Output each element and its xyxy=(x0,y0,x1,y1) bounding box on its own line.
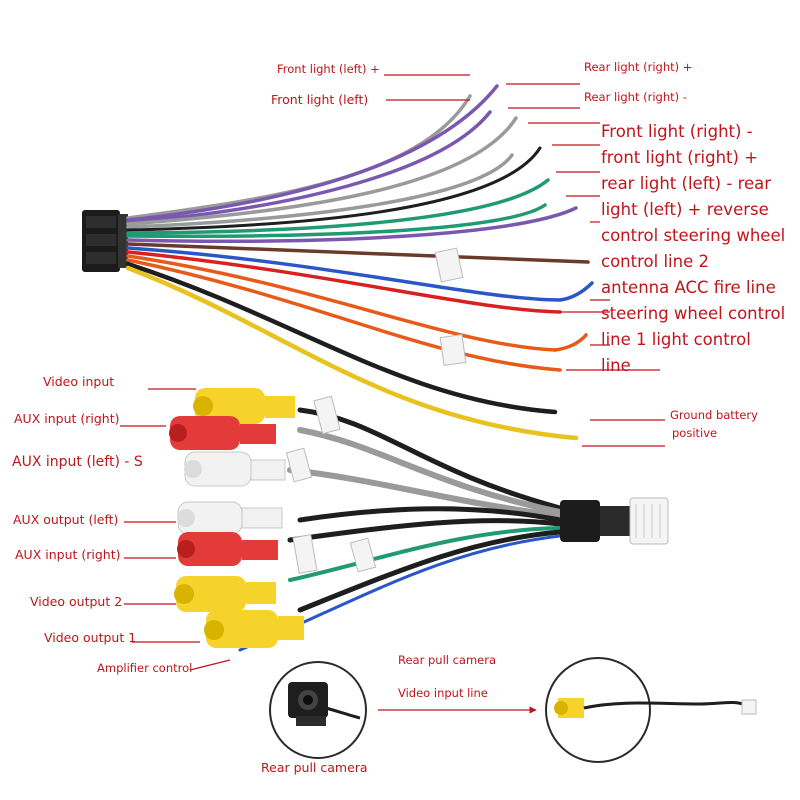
leader-lines-top xyxy=(384,74,665,447)
multipin-connector xyxy=(560,497,669,545)
rca-plug-video-output-1 xyxy=(204,610,304,648)
label-front-light-left-minus: Front light (left) xyxy=(271,92,369,107)
label-wire-function-list: Front light (right) - front light (right… xyxy=(601,122,786,375)
leader-lines-rca xyxy=(120,388,231,671)
label-video-input: Video input xyxy=(43,374,115,389)
wire-tags xyxy=(434,247,467,366)
rca-cables xyxy=(238,407,563,652)
rca-plug-video-input xyxy=(193,388,295,424)
label-ground-battery: Ground battery xyxy=(670,408,758,422)
label-positive: positive xyxy=(672,426,718,440)
label-aux-input-right-2: AUX input (right) xyxy=(15,547,121,562)
rca-plug-aux-input-left xyxy=(184,451,286,487)
rca-tags xyxy=(285,395,377,574)
label-video-input-line: Video input line xyxy=(398,686,488,700)
label-rear-pull-camera-top: Rear pull camera xyxy=(398,653,497,667)
label-aux-input-left: AUX input (left) - S xyxy=(12,454,143,470)
label-aux-output-left: AUX output (left) xyxy=(13,512,119,527)
label-aux-input-right-1: AUX input (right) xyxy=(14,411,120,426)
rca-plug-video-output-2 xyxy=(174,576,276,612)
rca-plug-aux-output-left xyxy=(177,501,283,535)
iso-connector xyxy=(82,210,128,272)
label-video-output-2: Video output 2 xyxy=(30,594,123,609)
camera-cable-photo xyxy=(545,657,757,763)
label-front-light-left-plus: Front light (left) + xyxy=(277,62,380,76)
label-rear-light-right-plus: Rear light (right) + xyxy=(584,60,693,74)
rca-plug-aux-input-right-1 xyxy=(169,416,276,450)
label-rear-pull-camera-bottom: Rear pull camera xyxy=(261,760,368,775)
rca-plug-aux-input-right-2 xyxy=(177,532,278,566)
label-video-output-1: Video output 1 xyxy=(44,630,137,645)
label-rear-light-right-minus: Rear light (right) - xyxy=(584,90,687,104)
harness-wires xyxy=(125,84,594,441)
label-amplifier-control: Amplifier control xyxy=(97,661,193,675)
rear-camera-photo xyxy=(269,661,367,759)
